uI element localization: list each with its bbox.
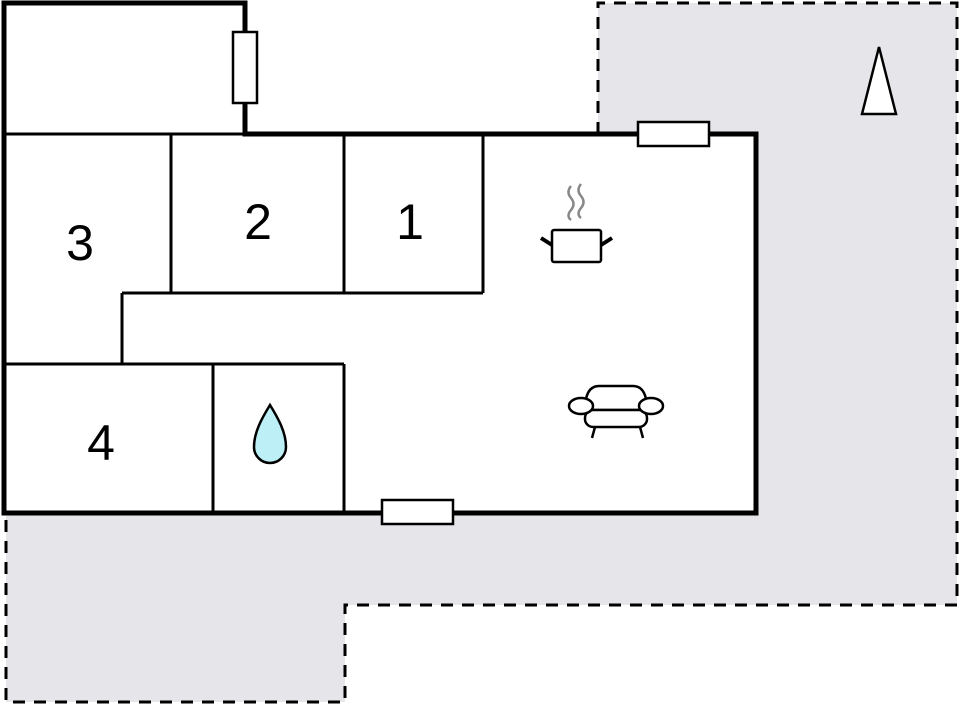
tree-icon: [860, 46, 898, 116]
window-top-left: [231, 30, 259, 105]
terrace-area: [4, 1, 959, 704]
inner-walls: [4, 132, 485, 513]
window-bottom: [380, 498, 455, 526]
windows: [231, 30, 711, 526]
outer-walls: [1, 0, 759, 516]
sofa-icon: [567, 384, 665, 439]
room-label-1: 1: [396, 194, 424, 250]
interior: [4, 3, 756, 513]
room-label-4: 4: [87, 415, 115, 471]
kitchen-pot-icon: [539, 183, 614, 264]
room-label-3: 3: [66, 215, 94, 271]
water-drop-icon: [252, 402, 288, 465]
room-label-2: 2: [244, 194, 272, 250]
window-top-right: [636, 120, 711, 148]
